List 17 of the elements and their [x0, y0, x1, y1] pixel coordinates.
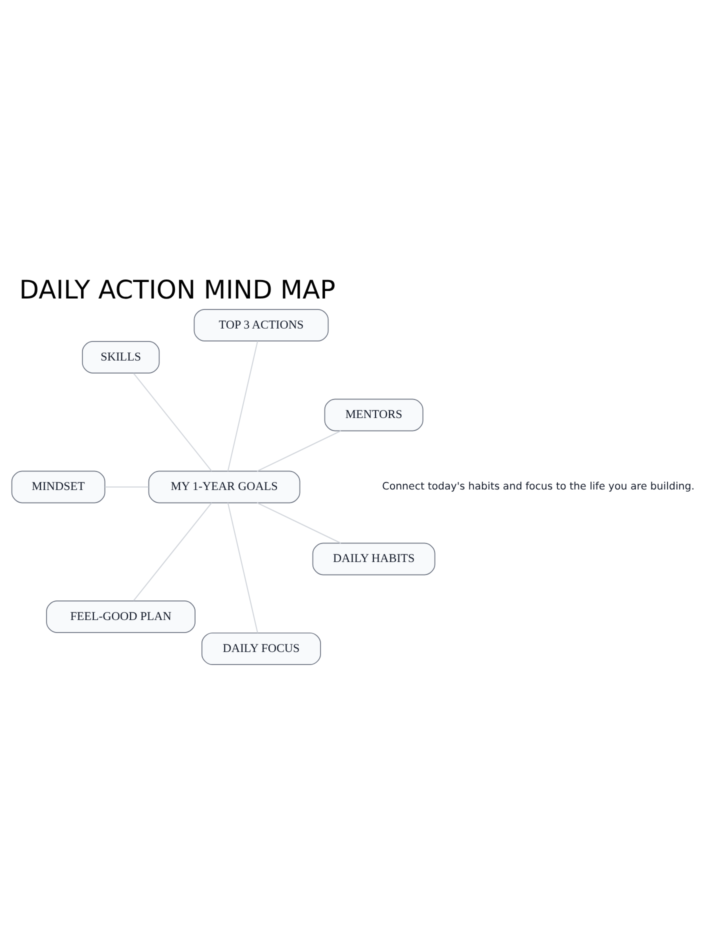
connector	[256, 502, 342, 544]
node-box: MENTORS	[324, 398, 424, 432]
node-box: DAILY HABITS	[312, 542, 436, 576]
connector	[256, 430, 342, 472]
connector	[133, 372, 212, 472]
connector	[133, 502, 212, 602]
diagram-title: DAILY ACTION MIND MAP	[19, 275, 336, 306]
connector	[227, 502, 258, 634]
node-box: FEEL-GOOD PLAN	[46, 600, 196, 633]
connector	[104, 486, 149, 488]
label: Connect today's habits and focus to the life you are building.	[382, 480, 695, 493]
node-box: DAILY FOCUS	[201, 632, 321, 666]
node-box: TOP 3 ACTIONS	[194, 308, 329, 342]
node-box: MINDSET	[11, 470, 106, 504]
node-box: SKILLS	[82, 341, 160, 374]
node-box: MY 1-YEAR GOALS	[148, 470, 300, 504]
connector	[227, 340, 258, 472]
